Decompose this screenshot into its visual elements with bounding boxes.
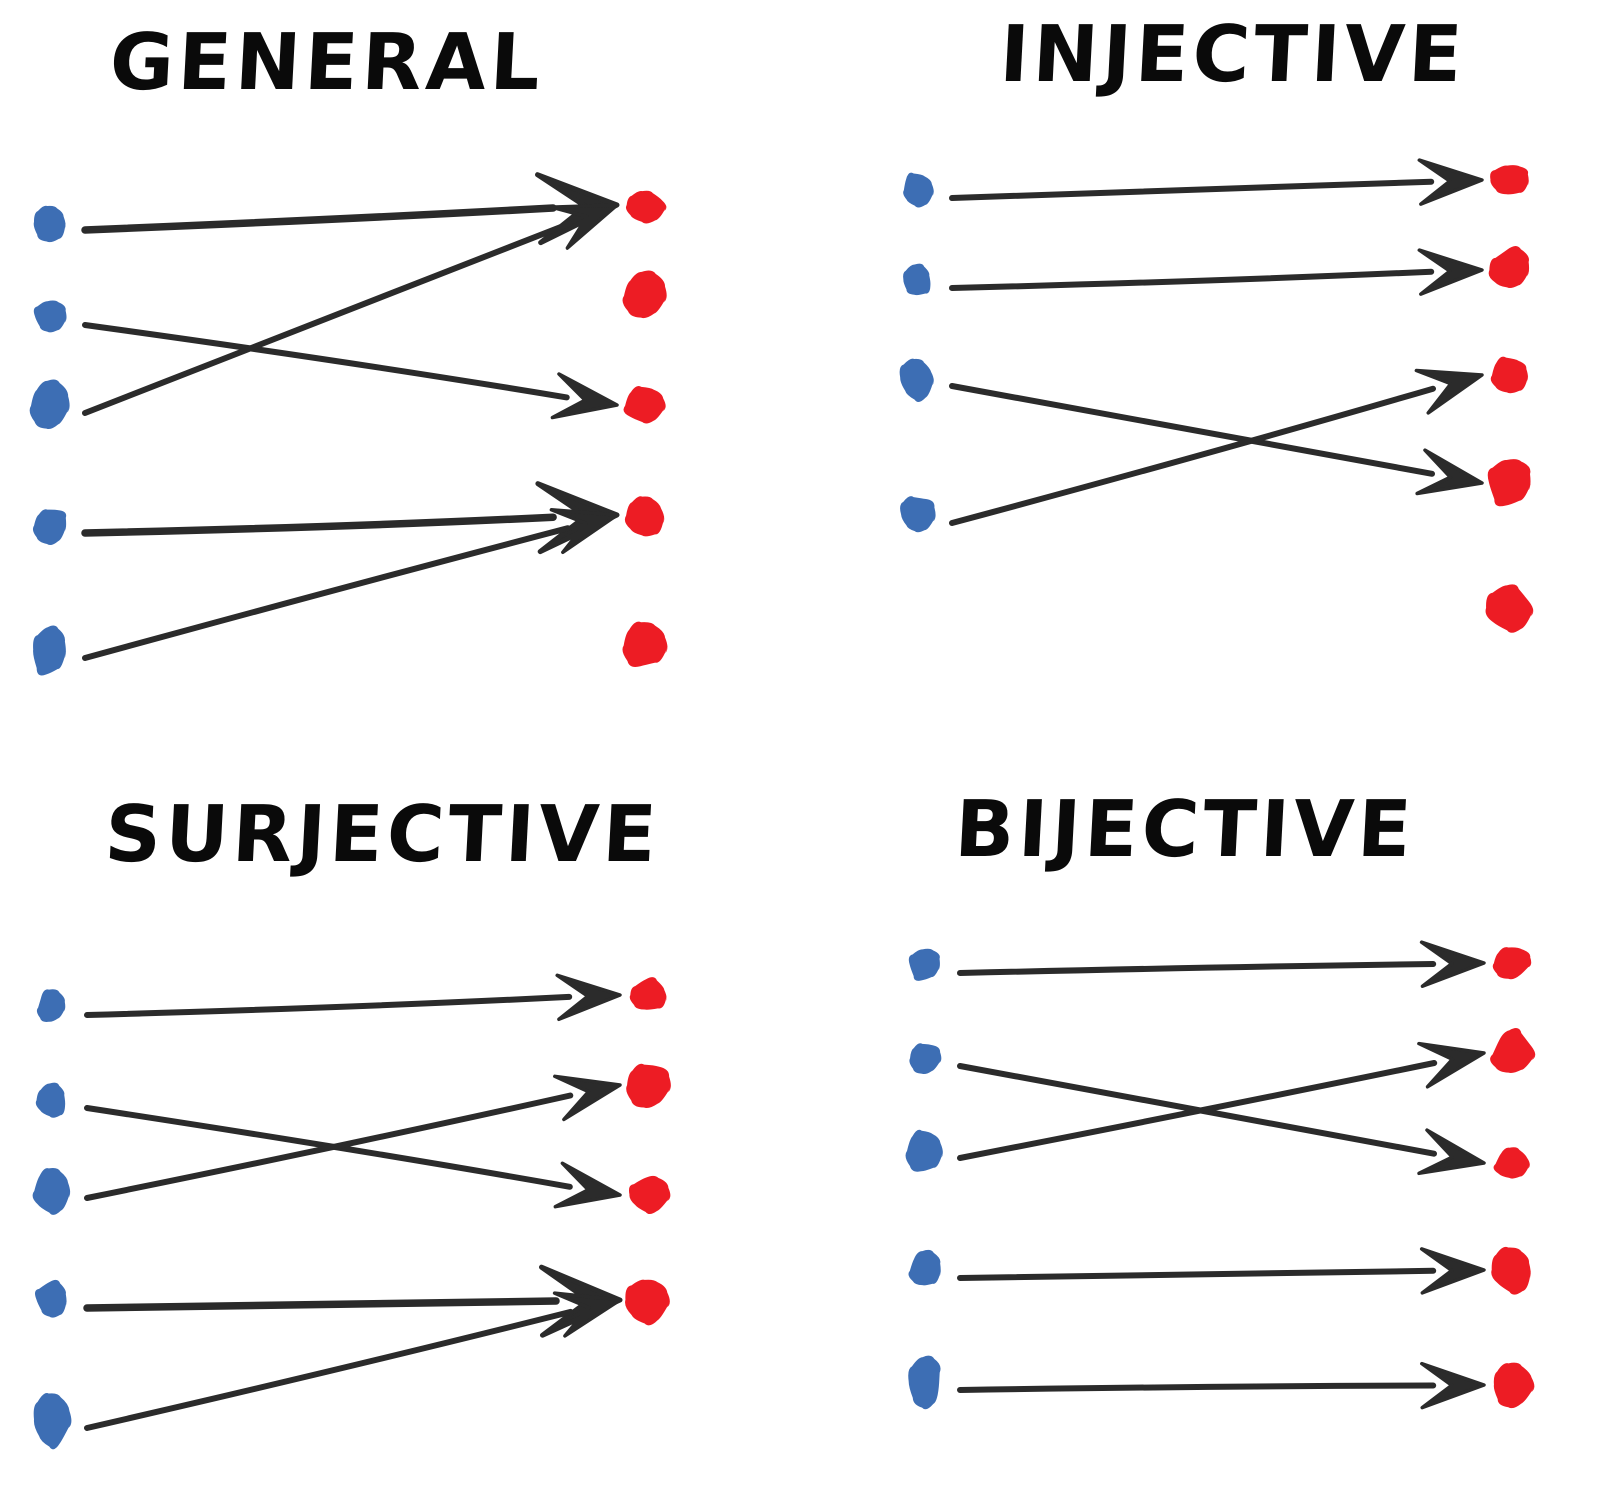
domain-dot-surjective-1: [36, 989, 66, 1022]
domain-dot-general-4: [32, 509, 67, 546]
codomain-dot-surjective-1: [629, 977, 667, 1010]
codomain-dot-bijective-4: [1491, 1246, 1531, 1295]
arrow-bijective-3-to-2: [957, 1041, 1486, 1161]
domain-dot-bijective-4: [908, 1249, 942, 1286]
codomain-dot-bijective-5: [1493, 1362, 1536, 1409]
codomain-dot-bijective-3: [1493, 1147, 1531, 1179]
codomain-dot-general-2: [622, 270, 668, 319]
domain-dot-surjective-2: [35, 1082, 66, 1118]
arrow-bijective-2-to-3: [957, 1063, 1486, 1176]
codomain-dot-general-4: [624, 496, 665, 537]
domain-dot-injective-4: [900, 496, 937, 533]
codomain-dot-surjective-3: [628, 1175, 672, 1215]
arrow-general-5-to-4: [82, 508, 619, 661]
codomain-dot-bijective-1: [1492, 947, 1533, 980]
codomain-dot-injective-3: [1490, 356, 1529, 394]
domain-dot-bijective-2: [909, 1043, 943, 1075]
codomain-dot-surjective-2: [626, 1063, 672, 1109]
domain-dot-surjective-3: [32, 1168, 71, 1215]
arrow-injective-1-to-1: [949, 158, 1484, 206]
codomain-dot-general-3: [623, 385, 667, 424]
arrow-surjective-1-to-1: [84, 973, 622, 1022]
domain-dot-injective-2: [903, 263, 931, 296]
arrow-injective-2-to-2: [949, 248, 1484, 296]
domain-dot-surjective-4: [35, 1279, 67, 1318]
arrow-general-2-to-3: [82, 322, 619, 420]
arrow-surjective-3-to-2: [84, 1074, 622, 1201]
domain-dot-general-5: [33, 625, 67, 676]
arrow-bijective-1-to-1: [957, 940, 1486, 988]
codomain-dot-surjective-4: [625, 1279, 671, 1326]
codomain-dot-bijective-2: [1490, 1028, 1537, 1073]
domain-dot-surjective-5: [33, 1393, 73, 1450]
arrow-injective-3-to-4: [949, 383, 1484, 496]
domain-dot-injective-1: [903, 172, 935, 208]
arrow-bijective-5-to-5: [957, 1361, 1486, 1410]
codomain-dot-injective-1: [1490, 165, 1530, 195]
codomain-dot-general-1: [625, 190, 668, 224]
domain-dot-injective-3: [899, 358, 935, 403]
arrow-surjective-5-to-4: [84, 1291, 622, 1431]
codomain-dot-injective-4: [1487, 459, 1532, 507]
codomain-dot-general-5: [622, 621, 669, 667]
domain-dot-bijective-5: [908, 1355, 941, 1410]
arrow-injective-4-to-3: [949, 368, 1484, 526]
arrow-bijective-4-to-4: [957, 1247, 1486, 1295]
domain-dot-bijective-1: [908, 948, 941, 981]
domain-dot-bijective-3: [905, 1129, 944, 1172]
domain-dot-general-1: [33, 205, 66, 243]
domain-dot-general-2: [33, 300, 68, 333]
codomain-dot-injective-5: [1485, 584, 1535, 633]
arrow-general-3-to-1: [82, 203, 619, 416]
codomain-dot-injective-2: [1488, 246, 1530, 289]
domain-dot-general-3: [29, 379, 71, 430]
